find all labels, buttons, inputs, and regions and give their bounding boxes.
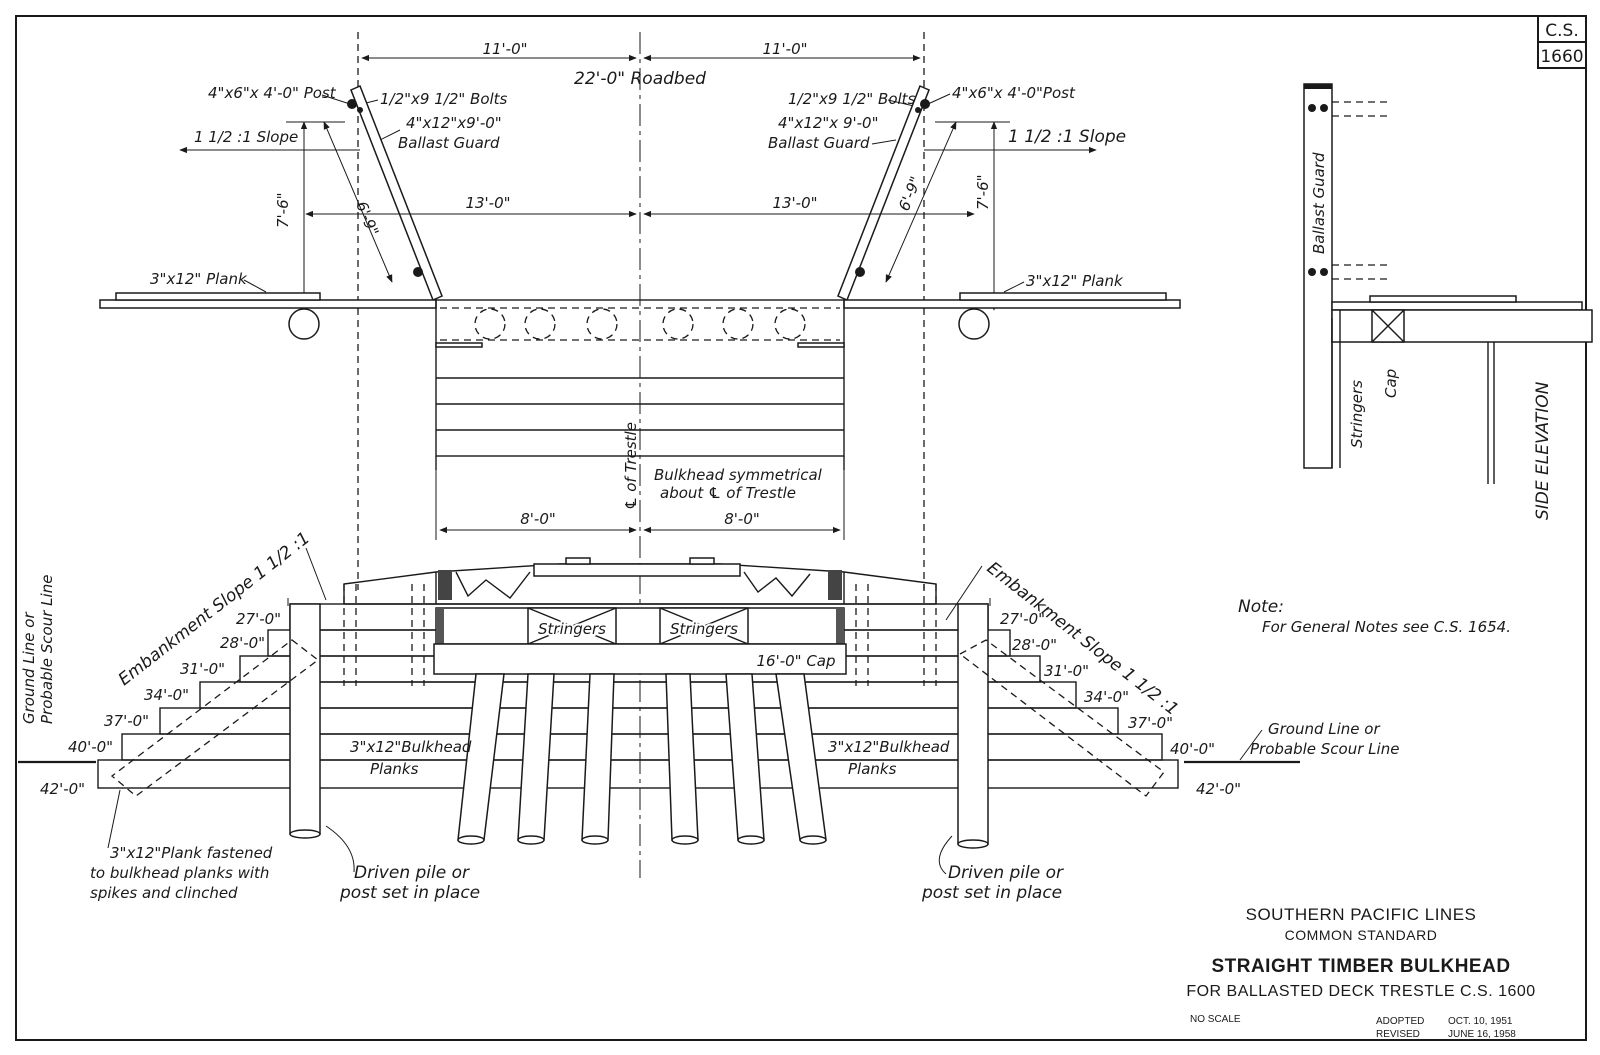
revised-date: JUNE 16, 1958 [1448,1029,1516,1040]
side-ballast-guard-label: Ballast Guard [1310,152,1328,254]
length-left-40: 40'-0" [68,738,113,756]
length-right-27: 27'-0" [1000,610,1045,628]
ground-right-1: Ground Line or [1268,720,1380,738]
length-right-28: 28'-0" [1012,636,1057,654]
front-elevation: Stringers Stringers 16'-0" Cap [18,528,1399,903]
centerline-label: ℄ of Trestle [622,422,640,510]
length-right-40: 40'-0" [1170,740,1215,758]
bolts-label-right: 1/2"x9 1/2" Bolts [788,90,916,108]
dim-8-left: 8'-0" [520,510,556,528]
adopted-label: ADOPTED [1376,1016,1424,1027]
length-left-42: 42'-0" [40,780,85,798]
length-left-27: 27'-0" [236,610,281,628]
symmetry-line2: about ℄ of Trestle [660,484,796,502]
dim-half-right: 11'-0" [762,40,807,58]
top-view: 11'-0" 11'-0" 22'-0" Roadbed 4"x6"x 4'-0… [99,32,1181,878]
guard-left-2: Ballast Guard [398,134,500,152]
stringers-label-left: Stringers [538,620,606,638]
dim-69-left: 6'-9" [352,199,382,239]
sheet-border [15,15,1587,1041]
dim-13-right: 13'-0" [772,194,817,212]
cap-label: 16'-0" Cap [756,652,835,670]
length-left-31: 31'-0" [180,660,225,678]
title-line2: COMMON STANDARD [1285,927,1438,943]
ground-left-2: Probable Scour Line [38,575,56,724]
stringers-label-right: Stringers [670,620,738,638]
pile-left-1: Driven pile or [354,863,470,883]
general-note: Note: For General Notes see C.S. 1654. [1238,597,1511,636]
note-text: For General Notes see C.S. 1654. [1262,618,1511,636]
plank-note-2: to bulkhead planks with [90,864,269,882]
length-left-34: 34'-0" [144,686,189,704]
scale-label: NO SCALE [1190,1014,1241,1025]
plank-note-1: 3"x12"Plank fastened [110,844,273,862]
dim-69-right: 6'-9" [895,174,925,214]
bolts-label-left: 1/2"x9 1/2" Bolts [380,90,508,108]
side-stringers-label: Stringers [1348,380,1366,448]
bulkhead-label-right-1: 3"x12"Bulkhead [828,738,950,756]
corner-box-line2: 1660 [1540,47,1583,67]
length-right-42: 42'-0" [1196,780,1241,798]
note-label: Note: [1238,597,1284,617]
pile-right-2: post set in place [921,883,1062,903]
plank-label-left: 3"x12" Plank [150,270,248,288]
length-left-28: 28'-0" [220,634,265,652]
side-elevation-title: SIDE ELEVATION [1533,381,1553,520]
bulkhead-label-left-1: 3"x12"Bulkhead [350,738,472,756]
bulkhead-label-right-2: Planks [848,760,897,778]
corner-box-line1: C.S. [1545,21,1578,41]
post-label-left: 4"x6"x 4'-0" Post [208,84,337,102]
side-cap-label: Cap [1382,369,1400,398]
roadbed-label: 22'-0" Roadbed [574,69,706,89]
dim-13-left: 13'-0" [465,194,510,212]
dim-8-right: 8'-0" [724,510,760,528]
dim-half-left: 11'-0" [482,40,527,58]
post-label-right: 4"x6"x 4'-0"Post [952,84,1076,102]
plank-note-3: spikes and clinched [90,884,238,902]
pile-left-2: post set in place [339,883,480,903]
corner-box: C.S. 1660 [1537,15,1587,69]
title-line1: SOUTHERN PACIFIC LINES [1246,905,1477,924]
ground-right-2: Probable Scour Line [1250,740,1399,758]
pile-right-1: Driven pile or [948,863,1064,883]
guard-left-1: 4"x12"x9'-0" [406,114,502,132]
adopted-date: OCT. 10, 1951 [1448,1016,1513,1027]
length-right-37: 37'-0" [1128,714,1173,732]
revised-label: REVISED [1376,1029,1420,1040]
ground-left-1: Ground Line or [20,612,38,724]
slope-label-left: 1 1/2 :1 Slope [194,128,298,146]
side-elevation: Ballast Guard Stringers Cap SIDE ELEVATI… [1303,83,1593,520]
guard-right-2: Ballast Guard [768,134,870,152]
plank-label-right: 3"x12" Plank [1026,272,1124,290]
length-left-37: 37'-0" [104,712,149,730]
slope-label-right: 1 1/2 :1 Slope [1008,127,1126,147]
dim-76-left: 7'-6" [274,192,292,228]
title-line4: FOR BALLASTED DECK TRESTLE C.S. 1600 [1186,983,1535,1000]
length-right-31: 31'-0" [1044,662,1089,680]
bulkhead-label-left-2: Planks [370,760,419,778]
title-block: SOUTHERN PACIFIC LINES COMMON STANDARD S… [1186,905,1535,1040]
symmetry-line1: Bulkhead symmetrical [654,466,823,484]
title-line3: STRAIGHT TIMBER BULKHEAD [1211,956,1510,977]
dim-76-right: 7'-6" [974,174,992,210]
length-right-34: 34'-0" [1084,688,1129,706]
guard-right-1: 4"x12"x 9'-0" [778,114,878,132]
